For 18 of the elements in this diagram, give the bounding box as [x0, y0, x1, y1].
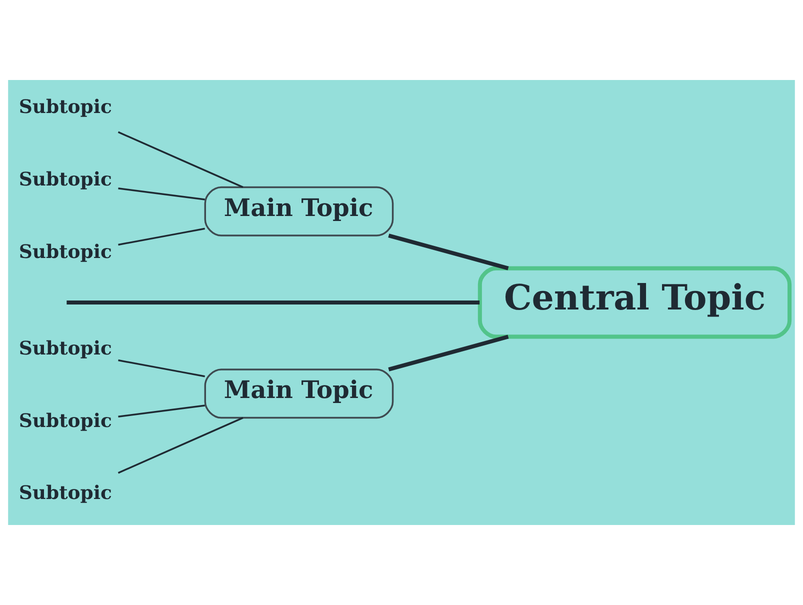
connector [118, 228, 205, 246]
connector [388, 334, 509, 372]
node-box: Central Topic [478, 266, 792, 339]
connector [118, 359, 205, 378]
node-text: Subtopic [18, 410, 112, 432]
node-text: Subtopic [18, 240, 112, 263]
node-text: Subtopic [18, 96, 112, 118]
connector [118, 404, 205, 418]
node-text: Subtopic [18, 337, 112, 360]
node-text: Subtopic [18, 168, 112, 190]
connector [388, 234, 509, 270]
node-box: Main Topic [204, 368, 394, 419]
connector [118, 416, 244, 474]
node-text: Subtopic [18, 482, 112, 504]
connector [118, 188, 205, 200]
connector [118, 131, 244, 188]
connector [66, 300, 480, 304]
node-box: Main Topic [204, 186, 394, 236]
